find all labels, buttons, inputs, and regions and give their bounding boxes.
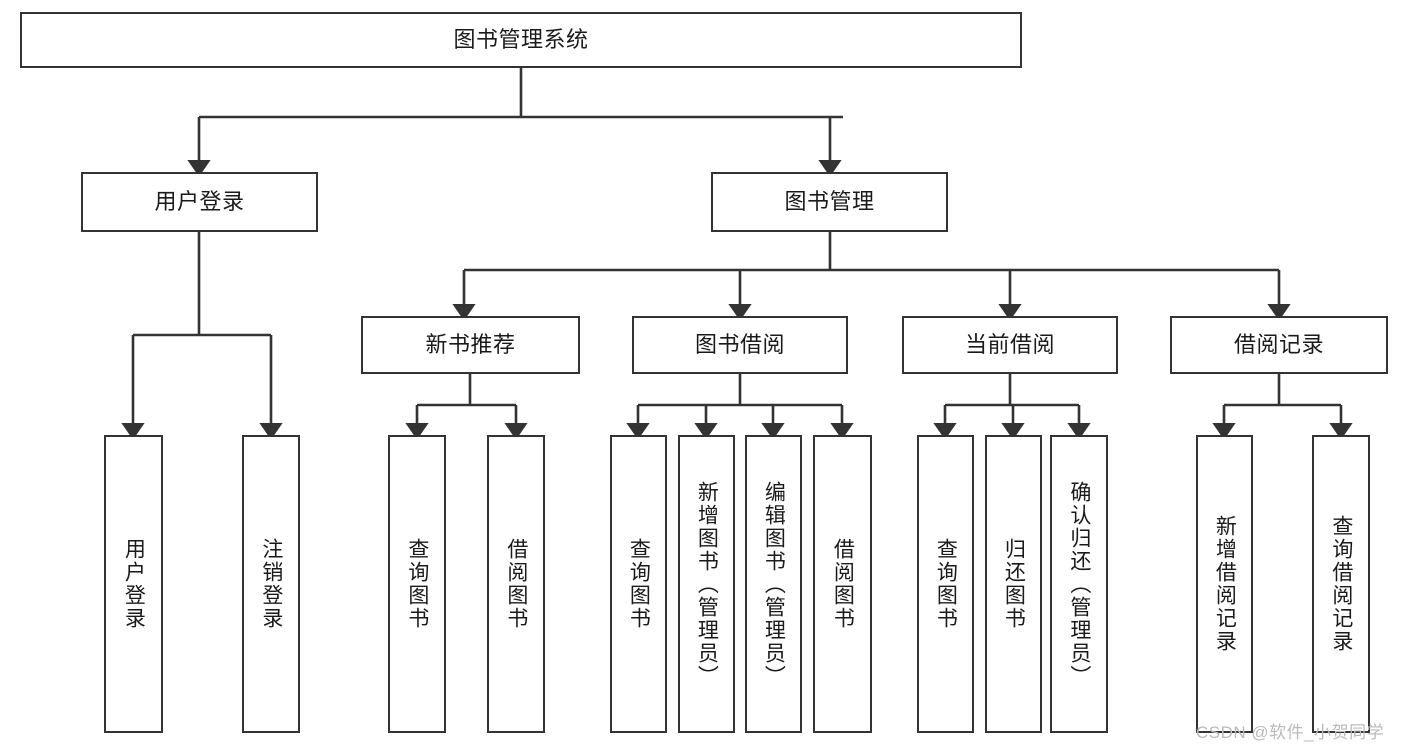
csdn-watermark: CSDN @软件_小贺同学 — [1196, 723, 1385, 742]
node-leaf-edit-book-label: 编辑图书（管理员） — [762, 480, 786, 688]
node-leaf-query-book-1[interactable]: 查询图书 — [388, 435, 446, 733]
node-leaf-query-record[interactable]: 查询借阅记录 — [1312, 435, 1370, 733]
node-leaf-query-book-1-label: 查询图书 — [405, 538, 429, 630]
node-current-borrow[interactable]: 当前借阅 — [902, 316, 1118, 374]
node-leaf-add-record[interactable]: 新增借阅记录 — [1196, 435, 1253, 733]
node-leaf-user-logout-label: 注销登录 — [259, 538, 283, 630]
node-leaf-borrow-book-1[interactable]: 借阅图书 — [487, 435, 545, 733]
node-user-login[interactable]: 用户登录 — [81, 172, 318, 232]
node-leaf-confirm-return[interactable]: 确认归还（管理员） — [1050, 435, 1108, 733]
node-leaf-query-book-3-label: 查询图书 — [934, 538, 958, 630]
node-book-manage-label: 图书管理 — [784, 189, 875, 215]
node-book-borrow[interactable]: 图书借阅 — [632, 316, 848, 374]
node-root-label: 图书管理系统 — [453, 27, 589, 53]
node-leaf-query-book-2[interactable]: 查询图书 — [610, 435, 667, 733]
node-leaf-edit-book[interactable]: 编辑图书（管理员） — [745, 435, 802, 733]
node-leaf-return-book[interactable]: 归还图书 — [985, 435, 1042, 733]
node-leaf-user-login-label: 用户登录 — [122, 538, 146, 630]
node-leaf-return-book-label: 归还图书 — [1002, 538, 1026, 630]
node-leaf-borrow-book-1-label: 借阅图书 — [504, 538, 528, 630]
node-leaf-confirm-return-label: 确认归还（管理员） — [1067, 480, 1091, 688]
node-leaf-add-record-label: 新增借阅记录 — [1213, 515, 1237, 653]
node-leaf-add-book-label: 新增图书（管理员） — [695, 480, 719, 688]
node-leaf-borrow-book-2-label: 借阅图书 — [831, 538, 855, 630]
node-book-borrow-label: 图书借阅 — [694, 332, 785, 358]
node-leaf-query-book-2-label: 查询图书 — [627, 538, 651, 630]
node-leaf-user-login[interactable]: 用户登录 — [104, 435, 163, 733]
node-new-book-recommend-label: 新书推荐 — [425, 332, 516, 358]
node-new-book-recommend[interactable]: 新书推荐 — [361, 316, 580, 374]
node-leaf-user-logout[interactable]: 注销登录 — [242, 435, 300, 733]
node-leaf-query-record-label: 查询借阅记录 — [1329, 515, 1353, 653]
node-current-borrow-label: 当前借阅 — [964, 332, 1055, 358]
node-leaf-borrow-book-2[interactable]: 借阅图书 — [813, 435, 872, 733]
node-leaf-add-book[interactable]: 新增图书（管理员） — [678, 435, 735, 733]
node-borrow-record-label: 借阅记录 — [1233, 332, 1324, 358]
node-book-manage[interactable]: 图书管理 — [711, 172, 948, 232]
node-user-login-label: 用户登录 — [154, 189, 245, 215]
node-leaf-query-book-3[interactable]: 查询图书 — [917, 435, 974, 733]
node-borrow-record[interactable]: 借阅记录 — [1170, 316, 1388, 374]
node-root[interactable]: 图书管理系统 — [20, 12, 1022, 68]
